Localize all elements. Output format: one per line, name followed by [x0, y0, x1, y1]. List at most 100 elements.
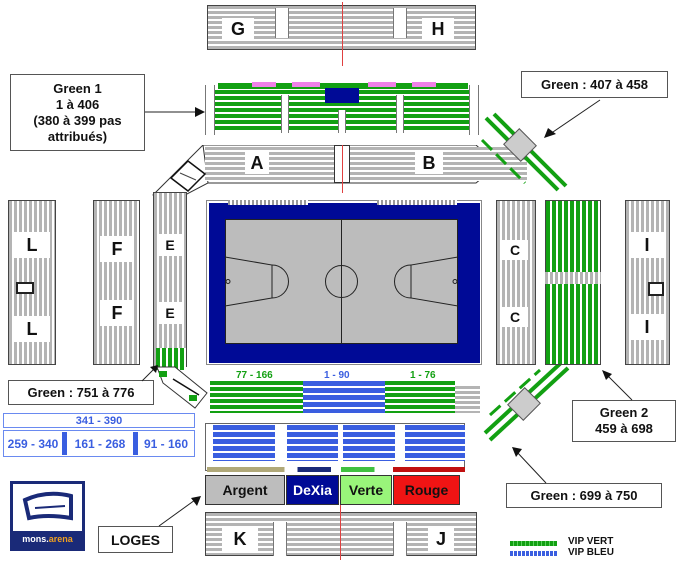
- bench-left: [228, 200, 308, 205]
- center-line: [342, 2, 343, 66]
- corner-e-lower: [156, 366, 208, 409]
- vip-blue-block-3[interactable]: [343, 425, 395, 461]
- pink-seats: [412, 82, 436, 87]
- lower-green-right[interactable]: [385, 381, 455, 413]
- section-a-label[interactable]: A: [245, 152, 269, 174]
- section-c-top-label[interactable]: C: [502, 240, 528, 260]
- section-h-label[interactable]: H: [422, 18, 454, 40]
- stair-i: [648, 282, 664, 296]
- range-259-340: 259 - 340: [7, 436, 59, 451]
- legend-vip-bleu-label: VIP BLEU: [568, 547, 614, 558]
- stair: [273, 522, 287, 556]
- stair: [205, 85, 215, 135]
- range-divider: [133, 432, 138, 455]
- corner-ae-vomitory: [169, 160, 207, 192]
- green-751-seats[interactable]: [156, 348, 186, 370]
- arrow-green-751: [141, 365, 158, 382]
- green2-aisle: [545, 272, 601, 284]
- legend-vip-bleu-swatch: [510, 551, 557, 556]
- center-line: [342, 145, 343, 193]
- arrow-green-407: [544, 99, 601, 138]
- logo-text-main: mons.: [22, 534, 49, 544]
- section-i-bottom-label[interactable]: I: [630, 314, 664, 340]
- lower-blue-center[interactable]: [303, 381, 385, 413]
- section-e-bottom-label[interactable]: E: [157, 302, 183, 324]
- basketball-court: [225, 219, 458, 344]
- green1-line2: 1 à 406: [55, 96, 100, 112]
- loge-seat-strip: [207, 467, 465, 472]
- stair: [393, 522, 407, 556]
- stair-l: [16, 282, 34, 294]
- center-line: [340, 505, 341, 560]
- stand-f[interactable]: [93, 200, 140, 365]
- loge-verte[interactable]: Verte: [340, 475, 392, 505]
- section-b-label[interactable]: B: [415, 152, 443, 174]
- callout-green-407: Green : 407 à 458: [521, 71, 668, 98]
- range-161-268: 161 - 268: [74, 436, 126, 451]
- tv-box: [325, 88, 359, 103]
- section-g-label[interactable]: G: [222, 18, 254, 40]
- logo-image-area: [13, 484, 82, 531]
- legend-vip-vert-label: VIP VERT: [568, 536, 614, 547]
- section-f-top-label[interactable]: F: [100, 236, 134, 262]
- arrow-green-699: [512, 447, 547, 484]
- loge-argent[interactable]: Argent: [205, 475, 285, 505]
- pink-seats: [292, 82, 320, 87]
- green1-line4: attribués): [47, 128, 108, 144]
- section-j-label[interactable]: J: [428, 527, 454, 551]
- section-c-bottom-label[interactable]: C: [502, 307, 528, 327]
- lower-grey-right: [455, 386, 480, 413]
- vip-blue-block-2[interactable]: [287, 425, 338, 461]
- green2-line2: 459 à 698: [595, 421, 653, 436]
- range-341-390: 341 - 390: [75, 414, 123, 427]
- lower-green-left[interactable]: [210, 381, 303, 413]
- stair: [275, 8, 289, 38]
- stand-e[interactable]: [153, 192, 187, 367]
- stair: [396, 95, 404, 133]
- arrow-loges: [158, 496, 201, 527]
- section-l-bottom-label[interactable]: L: [14, 316, 50, 342]
- section-e-top-label[interactable]: E: [157, 234, 183, 256]
- green-699-wing[interactable]: [480, 365, 570, 450]
- label-77-166: 77 - 166: [236, 370, 273, 381]
- arrow-green2: [602, 370, 633, 401]
- arena-icon: [22, 491, 73, 521]
- vip-blue-block-1[interactable]: [213, 425, 275, 461]
- range-divider: [62, 432, 67, 455]
- section-l-top-label[interactable]: L: [14, 232, 50, 258]
- green1-line3: (380 à 399 pas: [33, 112, 122, 128]
- stair: [338, 110, 346, 133]
- loge-rouge[interactable]: Rouge: [393, 475, 460, 505]
- stair: [393, 8, 407, 38]
- pink-seats: [252, 82, 276, 87]
- arrow-green1: [145, 107, 205, 117]
- legend-vip-vert-swatch: [510, 541, 557, 546]
- blue-range-bottom: 259 - 340 161 - 268 91 - 160: [3, 430, 195, 457]
- pink-seats: [368, 82, 396, 87]
- section-f-bottom-label[interactable]: F: [100, 300, 134, 326]
- range-91-160: 91 - 160: [143, 436, 189, 451]
- green1-line1: Green 1: [53, 80, 102, 96]
- loge-dexia[interactable]: DeXia: [286, 475, 339, 505]
- green2-line1: Green 2: [599, 405, 649, 420]
- section-k-label[interactable]: K: [222, 527, 258, 551]
- green-407-wing[interactable]: [480, 110, 570, 200]
- logo-text: mons.arena: [10, 534, 85, 544]
- callout-green-699: Green : 699 à 750: [506, 483, 662, 508]
- callout-green2: Green 2 459 à 698: [572, 400, 676, 442]
- vip-blue-block-4[interactable]: [405, 425, 465, 461]
- callout-green1: Green 1 1 à 406 (380 à 399 pas attribués…: [10, 74, 145, 151]
- bench-right: [377, 200, 457, 205]
- green1-top-row: [218, 83, 468, 89]
- blue-range-top: 341 - 390: [3, 413, 195, 428]
- mons-arena-logo: mons.arena: [10, 481, 85, 551]
- callout-loges: LOGES: [98, 526, 173, 553]
- stand-c[interactable]: [496, 200, 536, 365]
- stair: [469, 85, 479, 135]
- stair: [281, 95, 289, 133]
- label-1-76: 1 - 76: [410, 370, 436, 381]
- label-1-90: 1 - 90: [324, 370, 350, 381]
- callout-green-751: Green : 751 à 776: [8, 380, 154, 405]
- logo-text-accent: arena: [48, 534, 73, 544]
- section-i-top-label[interactable]: I: [630, 232, 664, 258]
